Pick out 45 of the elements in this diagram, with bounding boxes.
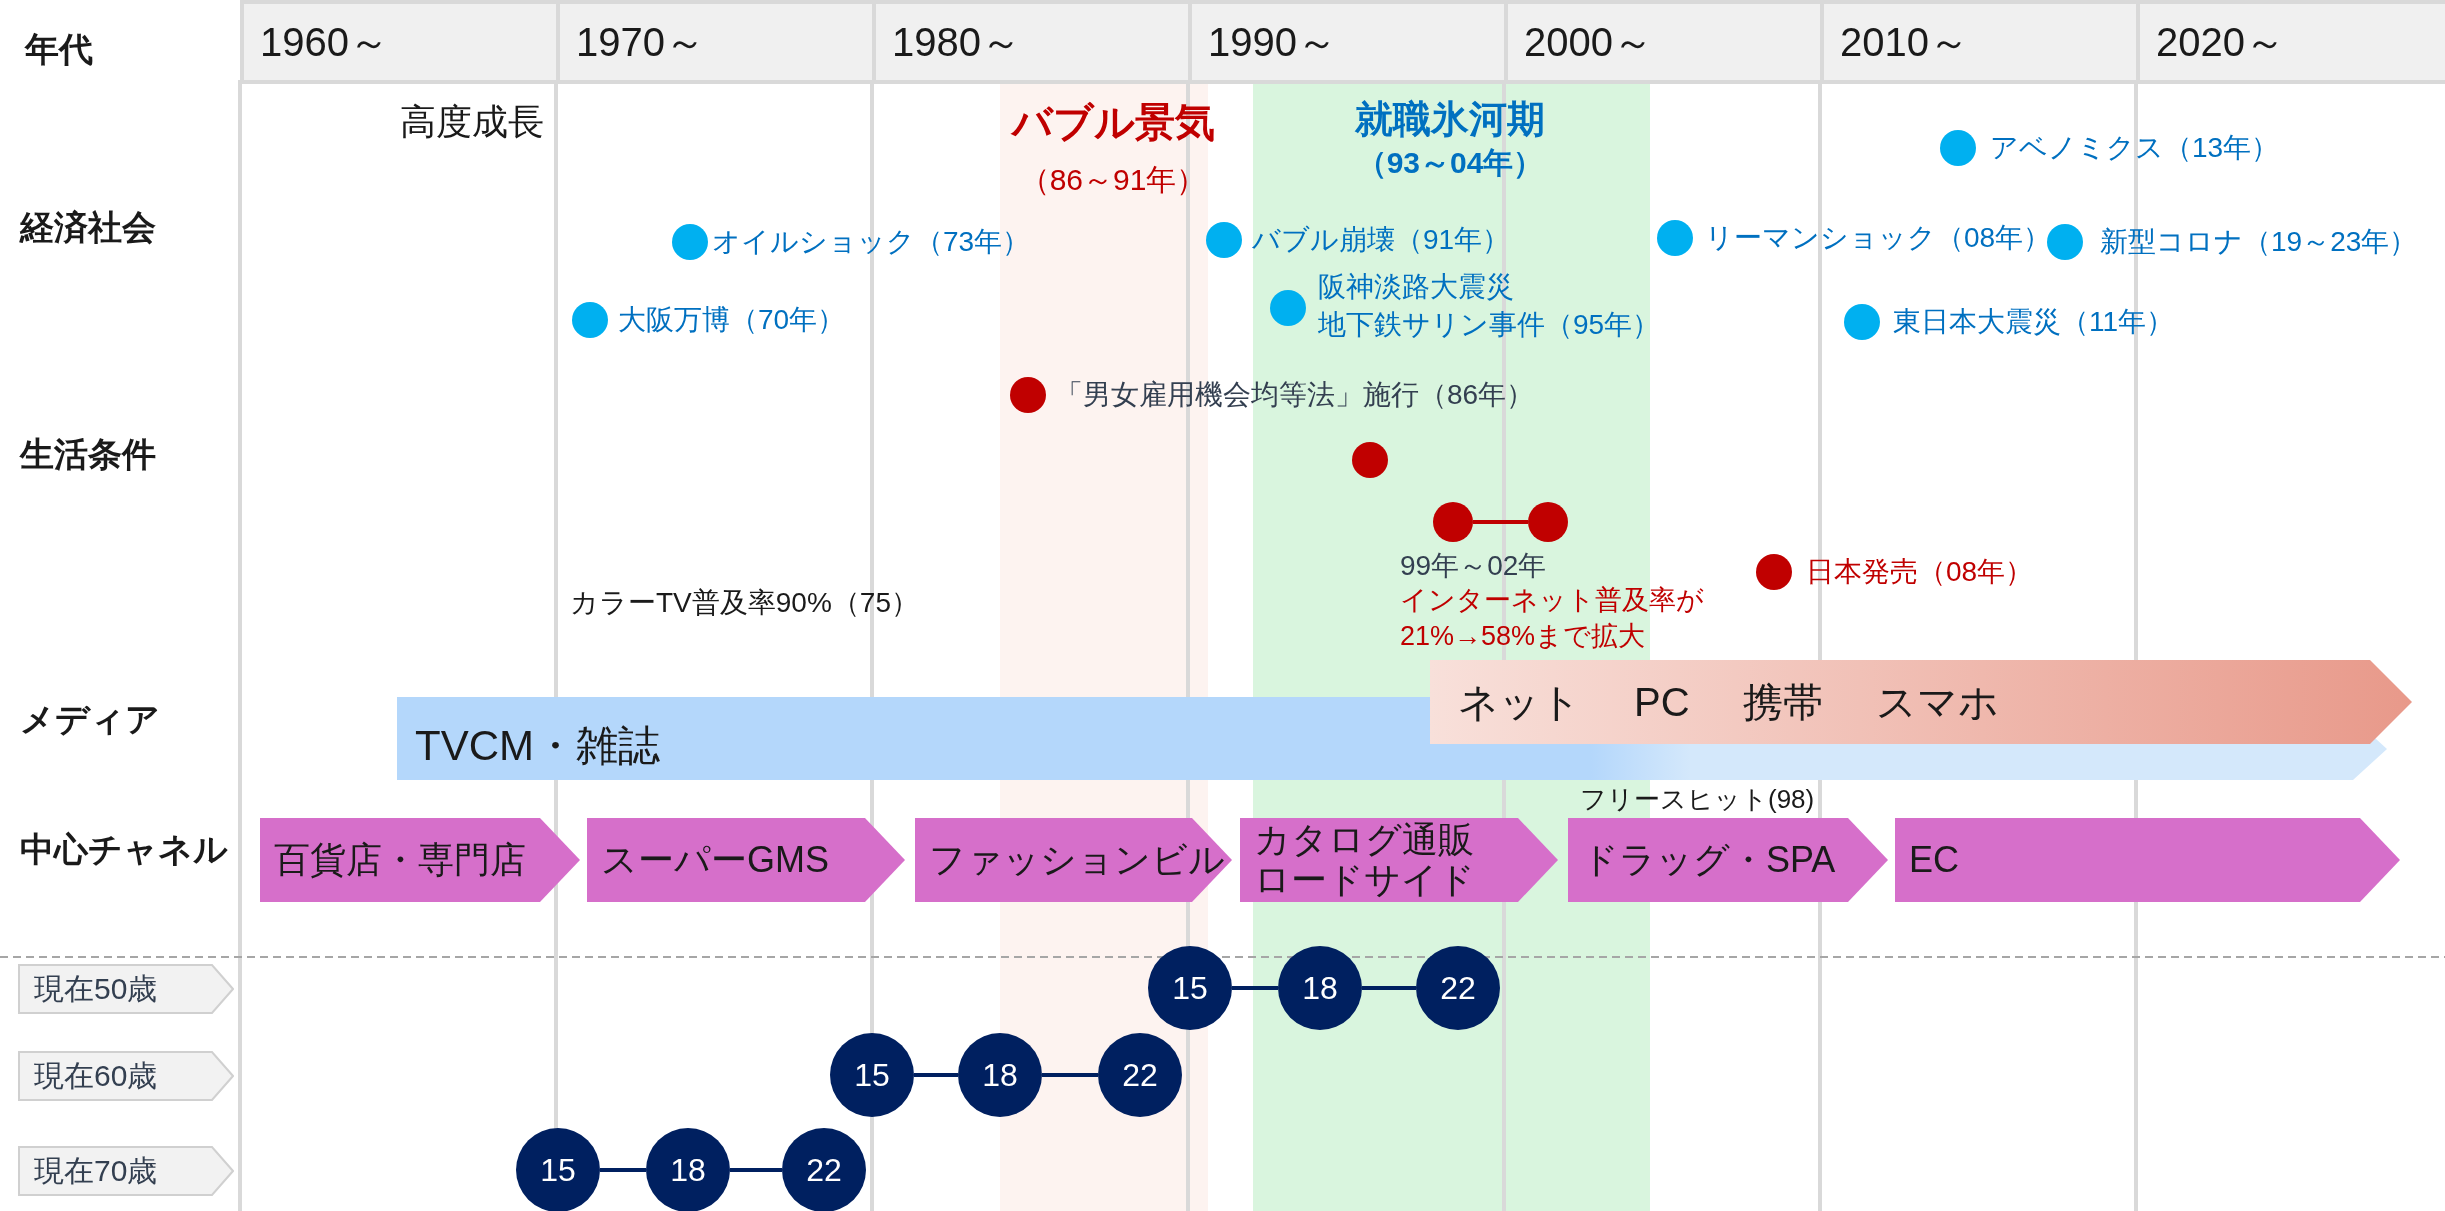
note-text: フリースヒット(98) bbox=[1580, 785, 1815, 815]
row-label: メディア bbox=[20, 700, 160, 740]
age-tag: 現在70歳 bbox=[18, 1146, 234, 1196]
channel-box: EC bbox=[1895, 818, 2400, 902]
age-tag: 現在60歳 bbox=[18, 1051, 234, 1101]
row-label: 生活条件 bbox=[20, 435, 156, 475]
connector-line bbox=[1042, 1073, 1098, 1077]
event-label: 大阪万博（70年） bbox=[618, 303, 846, 337]
era-period: （93～04年） bbox=[1356, 145, 1544, 181]
connector-line bbox=[914, 1073, 958, 1077]
age-circle: 18 bbox=[958, 1033, 1042, 1117]
connector-line bbox=[600, 1168, 646, 1172]
connector-line bbox=[1362, 986, 1416, 990]
period-label: 99年～02年 bbox=[1400, 549, 1547, 583]
event-label: 東日本大震災（11年） bbox=[1893, 305, 2175, 339]
event-label: 新型コロナ（19～23年） bbox=[2100, 225, 2418, 259]
age-circle: 22 bbox=[782, 1128, 866, 1211]
row-label: 経済社会 bbox=[20, 208, 156, 248]
event-label: 日本発売（08年） bbox=[1806, 555, 2034, 589]
era-heading: バブル景気 bbox=[1011, 99, 1215, 145]
row-label: 年代 bbox=[25, 30, 93, 70]
event-label: オイルショック（73年） bbox=[712, 225, 1031, 259]
era-period: （86～91年） bbox=[1019, 162, 1207, 198]
age-circle: 15 bbox=[830, 1033, 914, 1117]
row-label: 中心チャネル bbox=[20, 830, 228, 870]
age-tag: 現在50歳 bbox=[18, 964, 234, 1014]
era-label: 高度成長 bbox=[400, 101, 544, 143]
age-circle: 15 bbox=[516, 1128, 600, 1211]
event-label: 「男女雇用機会均等法」施行（86年） bbox=[1055, 378, 1535, 412]
event-label: バブル崩壊（91年） bbox=[1252, 223, 1511, 257]
channel-box: ドラッグ・SPA bbox=[1568, 818, 1888, 902]
connector-line bbox=[730, 1168, 782, 1172]
era-heading: 就職氷河期 bbox=[1355, 98, 1545, 142]
channel-box: スーパーGMS bbox=[587, 818, 905, 902]
channel-box: 百貨店・専門店 bbox=[260, 818, 580, 902]
connector-line bbox=[1232, 986, 1278, 990]
age-circle: 18 bbox=[646, 1128, 730, 1211]
event-label: 阪神淡路大震災地下鉄サリン事件（95年） bbox=[1318, 270, 1662, 342]
event-label: アベノミクス（13年） bbox=[1990, 131, 2280, 165]
connector-line bbox=[1473, 520, 1528, 524]
note-text: カラーTV普及率90%（75） bbox=[570, 586, 919, 620]
event-label: リーマンショック（08年） bbox=[1705, 221, 2052, 255]
channel-box: カタログ通販ロードサイド bbox=[1240, 818, 1558, 902]
channel-box: ファッションビル bbox=[915, 818, 1232, 902]
media-band: ネット PC 携帯 スマホ bbox=[1430, 660, 2412, 744]
